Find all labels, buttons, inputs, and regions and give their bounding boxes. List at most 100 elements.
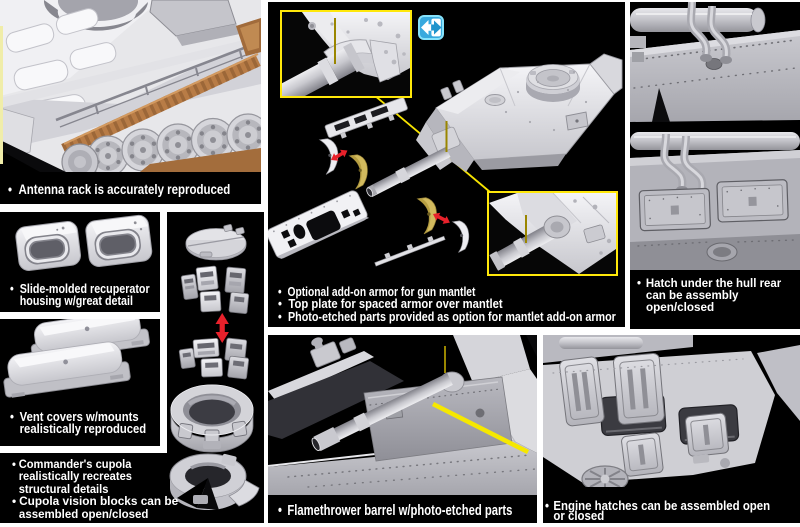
track-top-right	[236, 18, 261, 56]
caption-line: •Engine hatches can be assembled open	[545, 497, 770, 513]
bullet: •	[545, 497, 550, 513]
caption-text: structural details	[18, 482, 109, 496]
cupola-hatch-lid	[185, 224, 247, 261]
caption-text: realistically recreates	[18, 470, 132, 483]
caption-text: Photo-etched parts provided as option fo…	[287, 309, 616, 324]
caption-text: housing w/great detail	[19, 292, 133, 308]
armor-piece-yellow	[348, 154, 368, 190]
caption-recuperator: • Slide-molded recuperator housing w/grea…	[10, 280, 179, 308]
panel-antenna-rack: • Antenna rack is accurately reproduced	[0, 0, 261, 204]
caption-text: Flamethrower barrel w/photo-etched parts	[286, 503, 512, 519]
caption-line: •Cupola vision blocks can be	[12, 495, 179, 509]
caption-text: Antenna rack is accurately reproduced	[18, 180, 231, 197]
photo-etched-highlight	[431, 401, 530, 455]
cupola-ring-open	[169, 453, 260, 510]
engine-hatch-doors	[559, 352, 729, 477]
panel-recuperator-housing: • Slide-molded recuperator housing w/grea…	[0, 212, 160, 312]
caption-line: •Flamethrower barrel w/photo-etched part…	[278, 504, 512, 519]
vision-blocks-lower	[178, 337, 250, 380]
caption-text: Top plate for spaced armor over mantlet	[288, 297, 503, 312]
caption-text: assembled open/closed	[18, 507, 149, 521]
hull-rear-render	[630, 2, 800, 270]
mantlet-armor-render	[268, 53, 623, 267]
caption-line: structural details	[12, 482, 168, 497]
bullet: •	[278, 309, 282, 324]
caption-line: • Slide-molded recuperator	[10, 280, 150, 296]
mantlet-side-closeup-render	[489, 193, 616, 274]
cupola-exploded-render	[169, 224, 260, 510]
bullet: •	[8, 180, 13, 197]
caption-mantlet-armor: • Optional add-on armor for gun mantlet •…	[278, 285, 671, 324]
caption-line: housing w/great detail	[10, 292, 150, 308]
bullet: •	[10, 408, 14, 424]
yellow-pin	[525, 215, 527, 243]
bullet: •	[637, 275, 642, 290]
armor-piece-yellow	[416, 197, 437, 235]
photo-etched-rail	[374, 235, 446, 267]
track-lower-run	[140, 148, 261, 172]
caption-line: can be assembly	[637, 289, 783, 301]
caption-text: Hatch under the hull rear	[645, 275, 782, 290]
caption-line: assembled open/closed	[12, 507, 173, 522]
panel-hull-rear-hatch: •Hatch under the hull rear can be assemb…	[630, 2, 800, 329]
caption-line: •Commander's cupola	[12, 457, 168, 472]
antenna-rack-render	[0, 0, 261, 172]
panel-mantlet-armor: • Optional add-on armor for gun mantlet •…	[268, 2, 625, 327]
mantlet-side-closeup-inset	[487, 191, 618, 276]
mantlet-armor-plate	[268, 190, 370, 259]
caption-text: Commander's cupola	[18, 457, 132, 471]
bullet: •	[10, 280, 14, 296]
panel-vent-covers: • Vent covers w/mounts realistically repr…	[0, 319, 160, 446]
closeup-barrel	[282, 42, 365, 96]
caption-text: Slide-molded recuperator	[19, 280, 150, 296]
caption-line: •Top plate for spaced armor over mantlet	[278, 297, 632, 312]
yellow-pin	[334, 18, 336, 64]
cooling-fan	[581, 465, 629, 487]
red-double-arrow-vertical	[215, 313, 229, 343]
turret-cupola	[526, 64, 580, 102]
yellow-pin	[445, 121, 448, 152]
panel-flamethrower: •Flamethrower barrel w/photo-etched part…	[268, 335, 537, 523]
caption-text: or closed	[553, 508, 605, 524]
caption-hull-rear-hatch: •Hatch under the hull rear can be assemb…	[637, 275, 792, 313]
armor-piece-white	[451, 220, 470, 253]
caption-line: • Vent covers w/mounts	[10, 408, 146, 424]
bullet: •	[278, 285, 282, 299]
caption-line: • Optional add-on armor for gun mantlet	[278, 285, 600, 299]
vent-covers-render	[3, 319, 150, 398]
yellow-pin	[444, 346, 446, 373]
drive-sprocket	[61, 143, 99, 172]
panel-cupola-exploded	[167, 212, 264, 523]
caption-text: Vent covers w/mounts	[19, 408, 139, 424]
bullet: •	[12, 457, 16, 471]
turret-barrel	[366, 147, 451, 197]
caption-line: realistically recreates	[12, 470, 168, 484]
caption-engine-hatches: •Engine hatches can be assembled open or…	[545, 497, 800, 524]
track-upper-run	[61, 53, 261, 156]
vision-blocks-upper	[180, 265, 250, 314]
cupola-ring	[170, 384, 254, 453]
panel-engine-hatches: •Engine hatches can be assembled open or…	[543, 335, 800, 523]
caption-text: Cupola vision blocks can be	[19, 495, 179, 508]
caption-line: • Photo-etched parts provided as option f…	[278, 309, 616, 324]
caption-line: • Antenna rack is accurately reproduced	[8, 182, 230, 196]
caption-text: Optional add-on armor for gun mantlet	[287, 285, 476, 299]
hull-rear-top-view	[630, 2, 800, 122]
hull-rear-lower-view	[630, 132, 800, 270]
left-edge-yellow-sliver	[0, 26, 3, 164]
bullet: •	[12, 495, 17, 508]
caption-line: or closed	[545, 508, 770, 524]
turret-render	[366, 53, 623, 197]
recuperator-render	[15, 214, 153, 271]
flamethrower-render	[268, 335, 537, 495]
bullet: •	[277, 503, 282, 519]
red-double-arrow	[331, 149, 348, 161]
armor-piece-white	[318, 138, 339, 175]
caption-text: realistically reproduced	[19, 421, 147, 437]
caption-antenna-rack: • Antenna rack is accurately reproduced	[8, 182, 279, 196]
red-double-arrow	[433, 212, 450, 224]
closeup-barrel	[489, 222, 559, 271]
caption-vent-covers: • Vent covers w/mounts realistically repr…	[10, 408, 165, 437]
caption-cupola: •Commander's cupola realistically recrea…	[12, 457, 179, 522]
